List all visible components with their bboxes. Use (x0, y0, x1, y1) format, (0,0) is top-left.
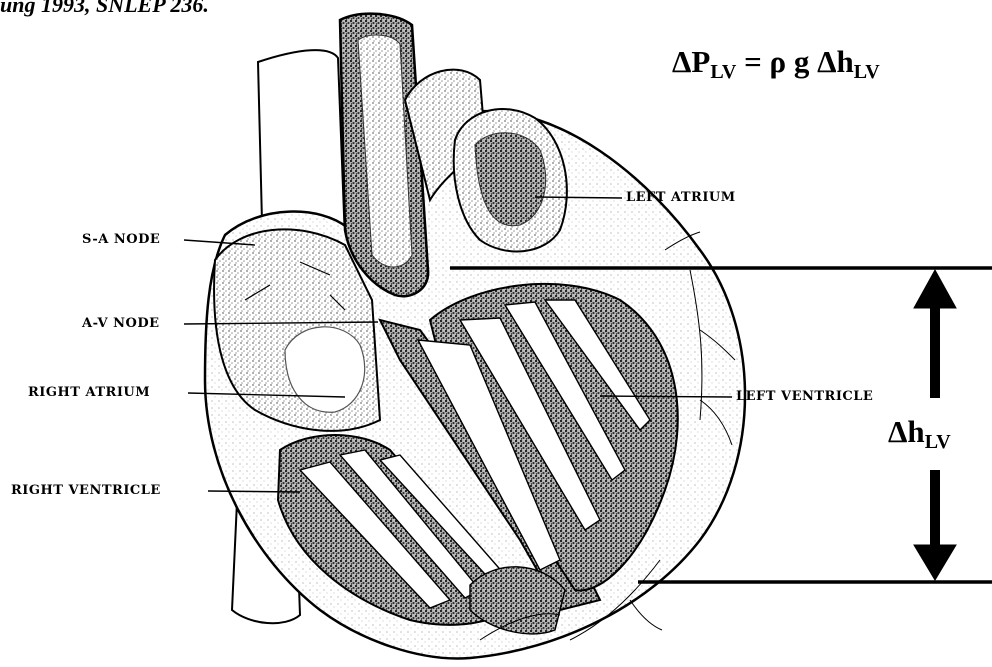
equation-lhs-subscript: LV (710, 61, 736, 83)
label-right-atrium: RIGHT ATRIUM (28, 386, 150, 399)
equation-rhs-subscript: LV (854, 61, 880, 83)
label-sa-node: S-A NODE (82, 233, 160, 246)
label-left-atrium: LEFT ATRIUM (626, 191, 736, 204)
height-label-subscript: LV (925, 431, 951, 453)
leader-right-ventricle (208, 491, 300, 492)
equation-lhs-symbol: ΔP (672, 44, 710, 79)
equation-rhs: = ρ g Δh (736, 44, 853, 79)
leader-left-ventricle (600, 396, 732, 397)
pressure-equation: ΔPLV = ρ g ΔhLV (672, 44, 880, 80)
header-caption: ung 1993, SNLEP 236. (0, 0, 209, 18)
label-av-node: A-V NODE (82, 317, 160, 330)
label-right-ventricle: RIGHT VENTRICLE (11, 484, 161, 497)
height-label: ΔhLV (888, 414, 951, 450)
leader-left-atrium (535, 197, 622, 198)
height-label-symbol: Δh (888, 414, 925, 449)
label-left-ventricle: LEFT VENTRICLE (736, 390, 873, 403)
